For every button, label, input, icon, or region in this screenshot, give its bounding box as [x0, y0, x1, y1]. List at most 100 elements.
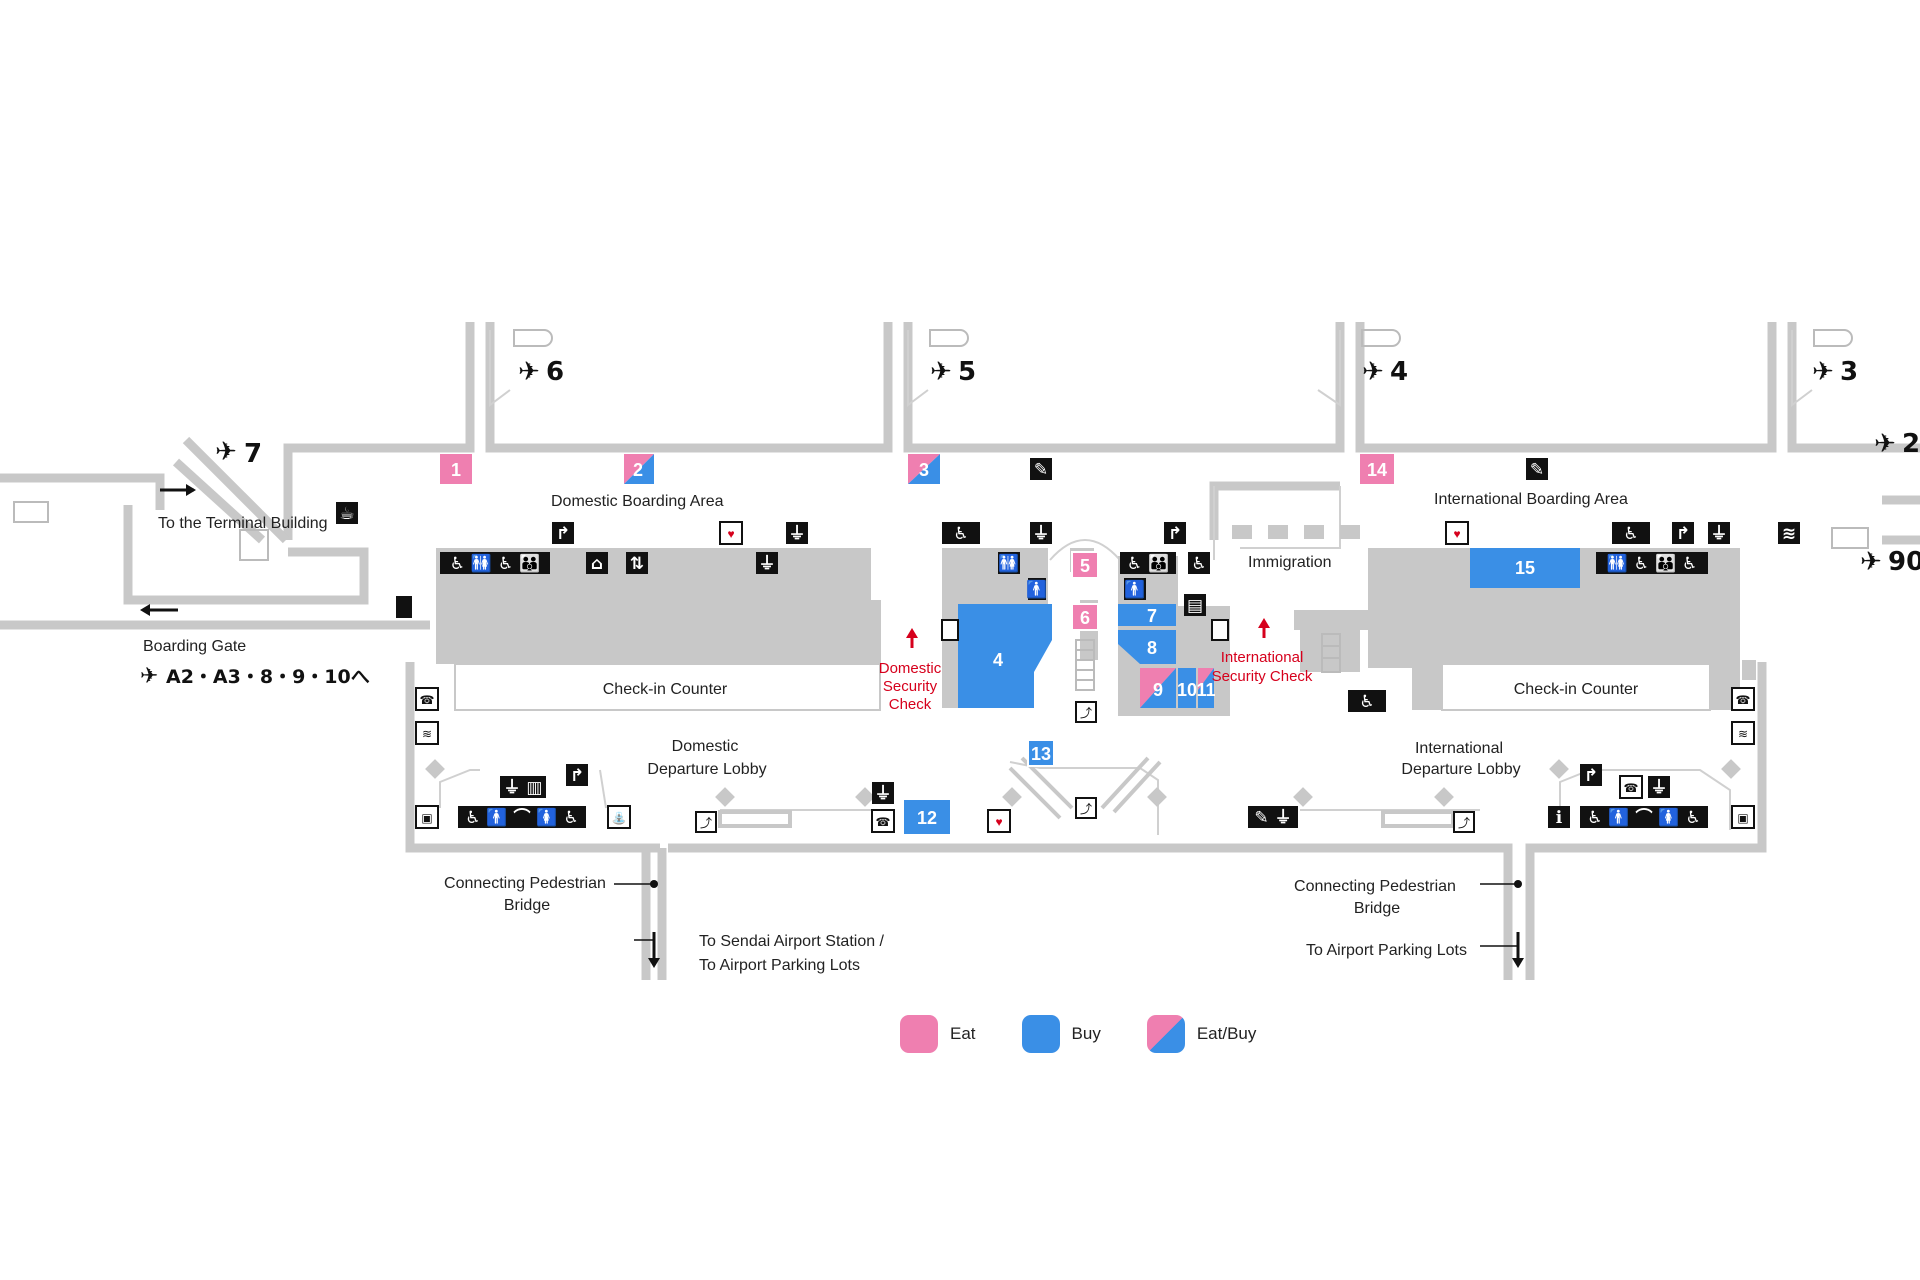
phone-icon[interactable] — [941, 619, 959, 641]
accessible-toilet-icon[interactable]: ♿ — [1188, 552, 1210, 574]
shop-7[interactable] — [1118, 604, 1176, 626]
bridge-left-line1: Connecting Pedestrian — [444, 875, 606, 892]
escalator-icon[interactable]: ⤴ — [695, 811, 717, 833]
shop-14[interactable] — [1360, 454, 1394, 484]
international-boarding-label: International Boarding Area — [1434, 491, 1628, 508]
legend-buy: Buy — [1021, 1015, 1101, 1053]
phone-icon[interactable]: ☎ — [415, 687, 439, 711]
shop-6[interactable] — [1071, 603, 1099, 631]
information-icon[interactable]: ↱ — [552, 522, 574, 544]
power-outlet-icon[interactable]: ⏚ — [1648, 776, 1670, 798]
smoking-area-icon[interactable]: ≋ — [415, 721, 439, 745]
accessible-toilet-icon[interactable]: ♿ 👪 — [1120, 552, 1176, 574]
smoking-area-icon[interactable]: ≋ — [1778, 522, 1800, 544]
shop-4[interactable] — [958, 604, 1052, 708]
information-icon[interactable]: ↱ — [1580, 764, 1602, 786]
nursing-room-icon[interactable]: ⌂ — [586, 552, 608, 574]
shop-5[interactable] — [1071, 551, 1099, 579]
toilet-icon[interactable]: 🚹 — [1026, 578, 1048, 600]
shop-13[interactable] — [1027, 739, 1055, 767]
atm-icon[interactable]: ▣ — [415, 805, 439, 829]
power-outlet-icon[interactable]: ⏚ — [1030, 522, 1052, 544]
svg-text:✎: ✎ — [1530, 460, 1544, 480]
svg-text:🚹: 🚹 — [1026, 579, 1047, 600]
accessible-toilet-icon[interactable]: ♿ — [1612, 522, 1650, 544]
escalator-icon[interactable]: ⤴ — [1453, 811, 1475, 833]
svg-text:↱: ↱ — [1676, 524, 1690, 544]
gate-4-icon: ✈︎ — [1362, 357, 1384, 387]
atm-icon[interactable]: ▣ — [1731, 805, 1755, 829]
gate-4-number: 4 — [1390, 357, 1408, 387]
toilet-icon[interactable]: ♿ 🚹 ⌒ 🚺 ♿ — [458, 806, 586, 828]
power-outlet-icon[interactable]: ✎ ⏚ — [1248, 806, 1298, 828]
power-outlet-icon[interactable]: ⏚ — [1708, 522, 1730, 544]
elevator-icon[interactable]: ⇅ — [626, 552, 648, 574]
nursing-room-icon[interactable]: ✎ — [1030, 458, 1052, 480]
shop-8[interactable] — [1118, 630, 1176, 664]
shop-1-number: 1 — [451, 460, 461, 480]
baby-care-icon[interactable]: 🚻 ♿ 👪 ♿ — [1596, 552, 1708, 574]
legend-eat-buy: Eat/Buy — [1146, 1015, 1257, 1053]
aed-icon[interactable]: ♥ — [987, 809, 1011, 833]
power-outlet-icon[interactable]: ⏚ — [786, 522, 808, 544]
nursing-room-icon[interactable]: ✎ — [1526, 458, 1548, 480]
accessible-toilet-icon[interactable]: ♿ — [1348, 690, 1386, 712]
toilet-icon[interactable]: 🚻 — [998, 552, 1020, 574]
locker-icon[interactable]: ▤ — [1184, 594, 1206, 616]
toilet-icon[interactable]: ♿ 🚹 ⌒ 🚺 ♿ — [1580, 806, 1708, 828]
phone-icon[interactable]: ☎ — [871, 809, 895, 833]
svg-text:♿ 🚹 ⌒ 🚺 ♿: ♿ 🚹 ⌒ 🚺 ♿ — [465, 807, 579, 828]
to-station-line1: To Sendai Airport Station / — [699, 933, 885, 950]
svg-text:♿: ♿ — [953, 524, 968, 544]
accessible-toilet-icon[interactable]: ♿ — [942, 522, 980, 544]
shop-14-number: 14 — [1367, 460, 1387, 480]
facility-icons: ☕ ↱ ♥ ⏚ ♿ 🚻 ♿ 👪 ⌂ ⇅ ⏚ ♿ ⏚ ✎ 🚻 🚹 ↱ ♿ 👪 ♿ … — [336, 458, 1800, 833]
smoking-area-icon[interactable]: ☕ — [336, 502, 358, 524]
gate-2-icon: ✈︎ — [1874, 429, 1896, 459]
escalators — [718, 756, 1455, 828]
lobby-diamonds — [425, 759, 1741, 807]
aed-icon[interactable]: ♥ — [1445, 521, 1469, 545]
phone-icon[interactable] — [1211, 619, 1229, 641]
drinking-fountain-icon[interactable]: ⛲ — [607, 805, 631, 829]
shop-15-number: 15 — [1515, 558, 1535, 578]
toilet-icon[interactable]: 🚹 — [1124, 578, 1146, 600]
domestic-security-line1: Domestic — [879, 660, 942, 677]
smoking-area-icon[interactable]: ≋ — [1731, 721, 1755, 745]
power-outlet-icon[interactable]: ⏚ — [872, 782, 894, 804]
information-icon[interactable]: ↱ — [1164, 522, 1186, 544]
baby-care-icon[interactable]: ♿ 🚻 ♿ 👪 — [440, 552, 550, 574]
escalator-icon[interactable]: ⤴ — [1075, 701, 1097, 723]
svg-text:♿ 🚹 ⌒ 🚺 ♿: ♿ 🚹 ⌒ 🚺 ♿ — [1587, 807, 1701, 828]
svg-text:⤴: ⤴ — [1080, 801, 1092, 816]
phone-icon[interactable]: ☎ — [1731, 687, 1755, 711]
svg-text:⏚: ⏚ — [789, 524, 806, 544]
phone-icon[interactable]: ☎ — [1619, 775, 1643, 799]
power-outlet-icon[interactable]: ⏚ ▥ — [500, 776, 546, 798]
atm-icon[interactable] — [396, 596, 412, 618]
information-icon[interactable]: ℹ — [1548, 806, 1570, 828]
shop-1[interactable] — [440, 454, 472, 484]
aed-icon[interactable]: ♥ — [719, 521, 743, 545]
shop-15[interactable] — [1470, 548, 1580, 588]
bridge-left-line2: Bridge — [504, 897, 550, 914]
svg-text:⏚: ⏚ — [875, 784, 892, 804]
power-outlet-icon[interactable]: ⏚ — [756, 552, 778, 574]
boarding-gate-plane-icon: ✈︎ — [140, 664, 158, 689]
shop-10[interactable] — [1178, 668, 1196, 708]
shop-10-number: 10 — [1177, 680, 1197, 700]
international-security-line2: Security Check — [1212, 668, 1313, 685]
svg-text:↱: ↱ — [1584, 766, 1598, 786]
svg-text:▣: ▣ — [421, 811, 432, 825]
shop-12[interactable] — [904, 800, 950, 834]
svg-text:ℹ: ℹ — [1556, 808, 1563, 828]
information-icon[interactable]: ↱ — [566, 764, 588, 786]
shop-9-number: 9 — [1153, 680, 1163, 700]
svg-text:☎: ☎ — [1624, 781, 1639, 795]
domestic-security-line2: Security — [883, 678, 938, 695]
escalator-icon[interactable]: ⤴ — [1075, 797, 1097, 819]
shop-4-number: 4 — [993, 650, 1003, 670]
map-labels: To the Terminal Building Domestic Boardi… — [140, 491, 1639, 974]
legend-eat-buy-label: Eat/Buy — [1196, 1024, 1257, 1043]
information-icon[interactable]: ↱ — [1672, 522, 1694, 544]
